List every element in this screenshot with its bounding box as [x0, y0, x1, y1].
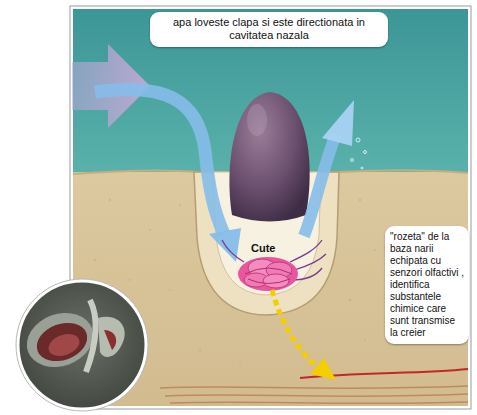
nostril-photo — [16, 279, 148, 411]
flap-highlight — [247, 104, 267, 136]
water-current-in — [95, 89, 241, 262]
bubbles — [351, 138, 367, 169]
text-box: apa loveste clapa si este directionata i… — [150, 12, 388, 47]
nasal-flap — [229, 92, 309, 222]
text-box: "rozeta" de la baza narii echipata cu se… — [385, 226, 469, 344]
part-label: Cute — [251, 242, 275, 254]
water-current-out — [304, 100, 354, 236]
box-text: "rozeta" de la baza narii echipata cu se… — [390, 231, 464, 339]
olfactory-rosette — [238, 257, 298, 291]
signal-arrow — [272, 290, 336, 380]
sediment-lines — [160, 386, 468, 403]
box-text: apa loveste clapa si este directionata i… — [158, 16, 380, 42]
